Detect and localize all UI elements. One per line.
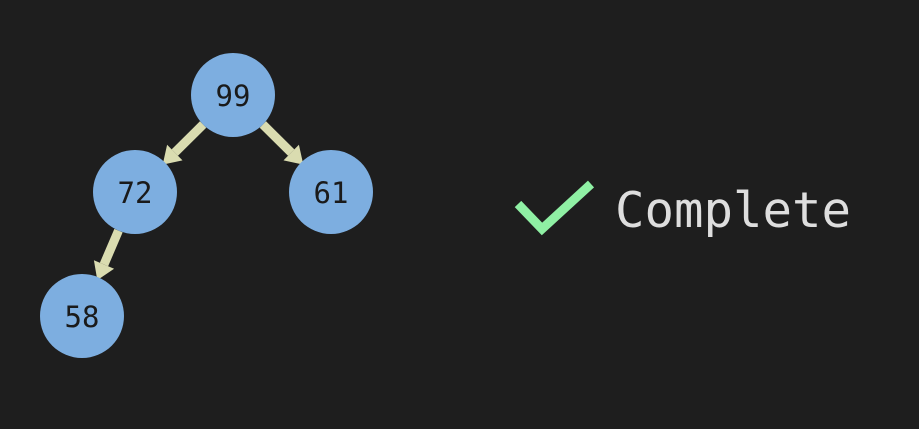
checkmark-icon <box>514 180 595 236</box>
tree-node-72: 72 <box>93 150 177 234</box>
node-value: 72 <box>118 176 153 210</box>
status-label: Complete <box>615 182 851 239</box>
node-value: 61 <box>314 176 349 210</box>
node-circle <box>93 150 177 234</box>
tree-node-58: 58 <box>40 274 124 358</box>
edge-line <box>99 228 123 267</box>
node-value: 58 <box>65 300 100 334</box>
edge-line <box>171 121 207 156</box>
node-circle <box>191 53 275 137</box>
status-indicator: Complete <box>514 180 851 239</box>
tree-edge-99-61 <box>259 121 304 165</box>
tree-edge-99-72 <box>162 121 207 165</box>
node-circle <box>289 150 373 234</box>
node-value: 99 <box>216 79 251 113</box>
tree-node-61: 61 <box>289 150 373 234</box>
arrowhead-icon <box>283 144 304 165</box>
tree-nodes: 99 72 61 58 <box>40 53 373 358</box>
tree-edge-72-58 <box>93 228 123 281</box>
edge-line <box>259 121 295 156</box>
tree-node-99: 99 <box>191 53 275 137</box>
node-circle <box>40 274 124 358</box>
arrowhead-icon <box>162 144 183 165</box>
tree-edges <box>93 121 304 281</box>
arrowhead-icon <box>93 260 115 281</box>
